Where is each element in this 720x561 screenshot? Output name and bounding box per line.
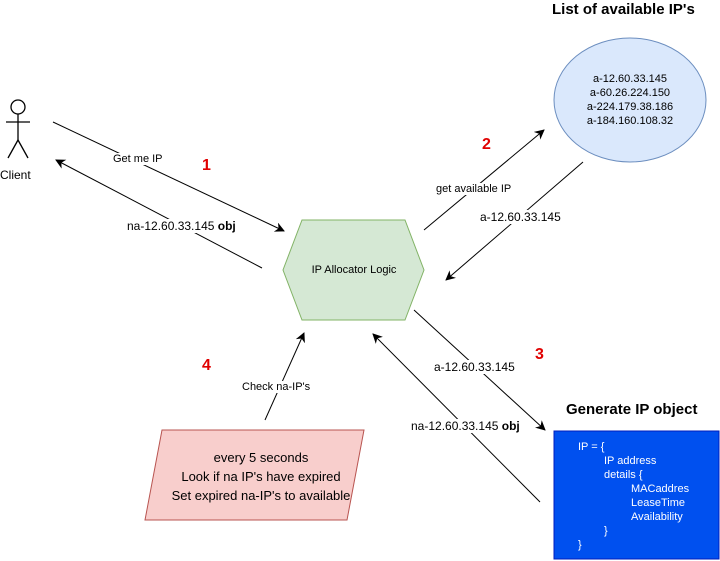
edge-label-obj: obj xyxy=(217,219,236,233)
ip-object-box xyxy=(553,430,720,560)
edge-label-text: na-12.60.33.145 xyxy=(411,419,499,433)
edge-label-return-na-ip: na-12.60.33.145 obj xyxy=(127,219,236,233)
ip-object-code: IP = { IP address details { MACaddres Le… xyxy=(578,440,689,552)
ip-pool-item: a-184.160.108.32 xyxy=(586,115,674,127)
ip-allocator-hexagon xyxy=(282,219,425,321)
arrow-check-na xyxy=(264,332,305,421)
expiry-task-parallelogram xyxy=(144,429,365,521)
actor-label: Client xyxy=(0,168,31,182)
edge-label-text: na-12.60.33.145 xyxy=(127,219,215,233)
edge-label-available-reply: a-12.60.33.145 xyxy=(480,210,561,224)
ip-pool-item: a-224.179.38.186 xyxy=(586,101,674,113)
step-number-4: 4 xyxy=(202,357,211,374)
edge-label-get-available: get available IP xyxy=(436,183,512,195)
expiry-line: Set expired na-IP's to available xyxy=(171,488,351,503)
expiry-line: Look if na IP's have expired xyxy=(181,469,341,484)
ip-pool-title: List of available IP's xyxy=(552,1,695,18)
code-line: MACaddres xyxy=(631,483,690,495)
step-number-2: 2 xyxy=(482,136,491,153)
code-line: IP address xyxy=(604,455,657,467)
ip-allocator-label: IP Allocator Logic xyxy=(311,264,397,276)
edge-label-from-generator: na-12.60.33.145 obj xyxy=(411,419,520,433)
ip-pool-list: a-12.60.33.145 a-60.26.224.150 a-224.179… xyxy=(570,72,690,128)
edge-label-check-na: Check na-IP's xyxy=(242,381,311,393)
code-line: Availability xyxy=(631,511,683,523)
expiry-task-text: every 5 seconds Look if na IP's have exp… xyxy=(150,448,372,505)
code-line: } xyxy=(604,525,608,537)
arrow-get-ip xyxy=(52,121,285,232)
edge-label-get-ip: Get me IP xyxy=(113,153,163,165)
arrow-get-available xyxy=(423,129,545,231)
edge-label-to-generator: a-12.60.33.145 xyxy=(434,360,515,374)
step-number-1: 1 xyxy=(202,157,211,174)
step-number-3: 3 xyxy=(535,346,544,363)
actor-icon xyxy=(6,99,30,159)
edge-label-obj: obj xyxy=(501,419,520,433)
ip-pool-item: a-12.60.33.145 xyxy=(592,73,667,85)
code-line: } xyxy=(578,539,582,551)
arrow-from-generator xyxy=(372,333,541,503)
arrow-return-na-ip xyxy=(55,159,263,269)
generator-title: Generate IP object xyxy=(566,401,698,418)
code-line: IP = { xyxy=(578,441,605,453)
ip-pool-item: a-60.26.224.150 xyxy=(589,87,671,99)
ip-pool-ellipse xyxy=(553,37,707,163)
code-line: LeaseTime xyxy=(631,497,686,509)
code-line: details { xyxy=(604,469,643,481)
expiry-line: every 5 seconds xyxy=(213,450,309,465)
